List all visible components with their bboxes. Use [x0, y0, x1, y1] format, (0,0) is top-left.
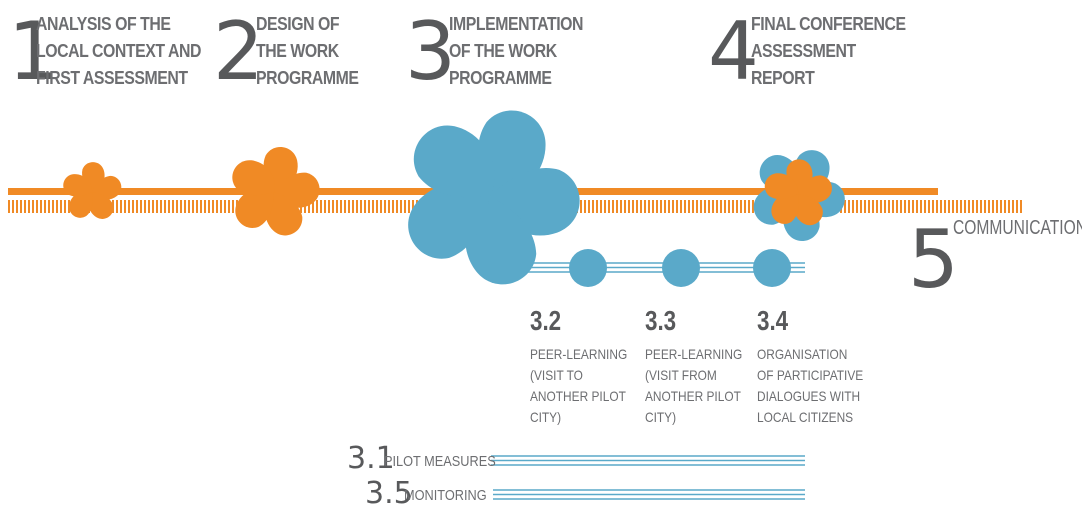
sub-step-3-3-description: PEER-LEARNING (VISIT FROM ANOTHER PILOT …: [645, 346, 743, 425]
phase-3-title: IMPLEMENTATION OF THE WORK PROGRAMME: [449, 14, 584, 88]
sub-step-3-2-dot: [569, 249, 607, 287]
track-3-1-number: 3.1: [347, 441, 395, 476]
monitoring-track-line: [493, 489, 805, 500]
phase-1-title: ANALYSIS OF THE LOCAL CONTEXT AND FIRST …: [36, 14, 201, 88]
phase-2-number: 2: [213, 5, 264, 98]
sub-step-3-4-dot: [753, 249, 791, 287]
pilot-measures-track-line: [491, 455, 805, 466]
flower-phase-1: [60, 162, 125, 224]
phase-3-number: 3: [405, 5, 456, 98]
sub-step-3-4-description: ORGANISATION OF PARTICIPATIVE DIALOGUES …: [757, 346, 864, 425]
phase-1-number: 1: [8, 5, 59, 98]
sub-step-3-3-dot: [662, 249, 700, 287]
phase-4-number: 4: [708, 5, 759, 98]
phase-4-title: FINAL CONFERENCE ASSESSMENT REPORT: [751, 14, 906, 88]
communication-label: COMMUNICATION: [953, 217, 1082, 239]
flower-phase-3: [394, 101, 581, 293]
sub-step-3-2-number: 3.2: [530, 305, 562, 336]
track-3-1-label: PILOT MEASURES: [384, 453, 496, 470]
flower-phase-4: [747, 144, 847, 245]
sub-step-3-2-description: PEER-LEARNING (VISIT TO ANOTHER PILOT CI…: [530, 346, 628, 425]
sub-step-3-4-number: 3.4: [757, 305, 789, 336]
track-3-5-number: 3.5: [365, 476, 413, 511]
track-3-5-label: MONITORING: [404, 487, 487, 504]
sub-step-3-3-number: 3.3: [645, 305, 677, 336]
communication-number: 5: [908, 213, 959, 306]
phase-2-title: DESIGN OF THE WORK PROGRAMME: [256, 14, 359, 88]
